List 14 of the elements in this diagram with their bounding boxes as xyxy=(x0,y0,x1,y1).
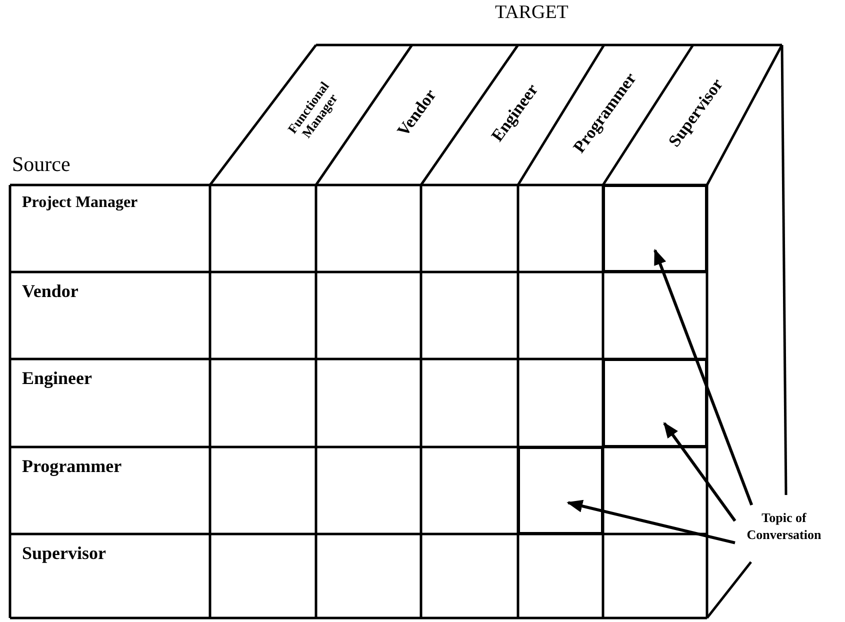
leader-arrow xyxy=(654,248,754,506)
row-header: Vendor xyxy=(22,281,78,302)
row-header: Programmer xyxy=(22,456,122,477)
leader-arrow xyxy=(663,422,736,522)
axis-title: TARGET xyxy=(495,2,568,24)
leader-arrow xyxy=(566,500,736,544)
row-header: Engineer xyxy=(22,368,92,389)
callout-text: Topic of Conversation xyxy=(735,505,833,549)
row-header: Supervisor xyxy=(22,543,106,564)
matrix-cell xyxy=(603,359,707,447)
matrix-cell xyxy=(518,447,603,534)
row-header: Project Manager xyxy=(22,194,138,212)
matrix-cell xyxy=(603,185,707,272)
axis-title: Source xyxy=(12,152,70,177)
